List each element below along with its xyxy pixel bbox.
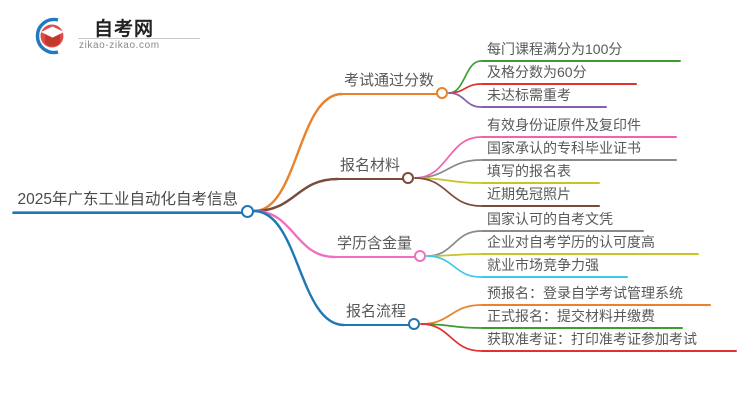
branch-label-2[interactable]: 学历含金量 [336, 235, 412, 252]
branch-underline-2 [334, 256, 418, 258]
branch-label-3[interactable]: 报名流程 [345, 303, 406, 320]
branch-node-2[interactable] [414, 250, 426, 262]
leaf-label-0-1[interactable]: 及格分数为60分 [487, 64, 587, 80]
leaf-underline-3-1 [481, 327, 683, 329]
logo-divider [78, 38, 200, 39]
leaf-underline-1-0 [481, 136, 677, 138]
branch-underline-1 [337, 178, 406, 180]
leaf-label-2-1[interactable]: 企业对自考学历的认可度高 [487, 234, 655, 250]
leaf-label-1-0[interactable]: 有效身份证原件及复印件 [487, 117, 641, 133]
branch-node-0[interactable] [436, 87, 448, 99]
logo-url: zikao-zikao.com [79, 40, 160, 51]
leaf-label-1-3[interactable]: 近期免冠照片 [487, 186, 571, 202]
branch-underline-0 [341, 93, 440, 95]
leaf-underline-1-1 [481, 159, 677, 161]
leaf-underline-3-2 [481, 350, 737, 352]
leaf-label-0-0[interactable]: 每门课程满分为100分 [487, 41, 623, 57]
leaf-label-3-1[interactable]: 正式报名：提交材料并缴费 [487, 308, 655, 324]
leaf-underline-0-0 [481, 60, 681, 62]
leaf-underline-0-2 [481, 106, 607, 108]
leaf-label-1-1[interactable]: 国家承认的专科毕业证书 [487, 140, 641, 156]
leaf-underline-0-1 [481, 83, 637, 85]
branch-underline-3 [343, 324, 412, 326]
root-underline [13, 212, 244, 214]
leaf-label-3-0[interactable]: 预报名：登录自学考试管理系统 [487, 285, 683, 301]
logo-name: 自考网 [94, 19, 155, 40]
site-logo: 自考网 zikao-zikao.com [28, 12, 203, 60]
branch-node-3[interactable] [408, 318, 420, 330]
root-node-label[interactable]: 2025年广东工业自动化自考信息 [17, 190, 238, 208]
branch-label-0[interactable]: 考试通过分数 [343, 72, 434, 89]
leaf-label-2-2[interactable]: 就业市场竞争力强 [487, 257, 599, 273]
leaf-underline-3-0 [481, 304, 711, 306]
branch-label-1[interactable]: 报名材料 [339, 157, 400, 174]
leaf-underline-2-1 [481, 253, 699, 255]
leaf-underline-1-3 [481, 205, 600, 207]
leaf-underline-2-2 [481, 276, 628, 278]
logo-wordmark: 自考网 zikao-zikao.com [78, 12, 202, 58]
leaf-label-0-2[interactable]: 未达标需重考 [487, 87, 571, 103]
graduation-cap-icon [35, 17, 65, 55]
root-node[interactable] [240, 204, 254, 218]
leaf-label-2-0[interactable]: 国家认可的自考文凭 [487, 211, 613, 227]
leaf-label-1-2[interactable]: 填写的报名表 [487, 163, 571, 179]
leaf-label-3-2[interactable]: 获取准考证：打印准考证参加考试 [487, 331, 697, 347]
leaf-underline-1-2 [481, 182, 600, 184]
branch-node-1[interactable] [402, 172, 414, 184]
leaf-underline-2-0 [481, 230, 644, 232]
